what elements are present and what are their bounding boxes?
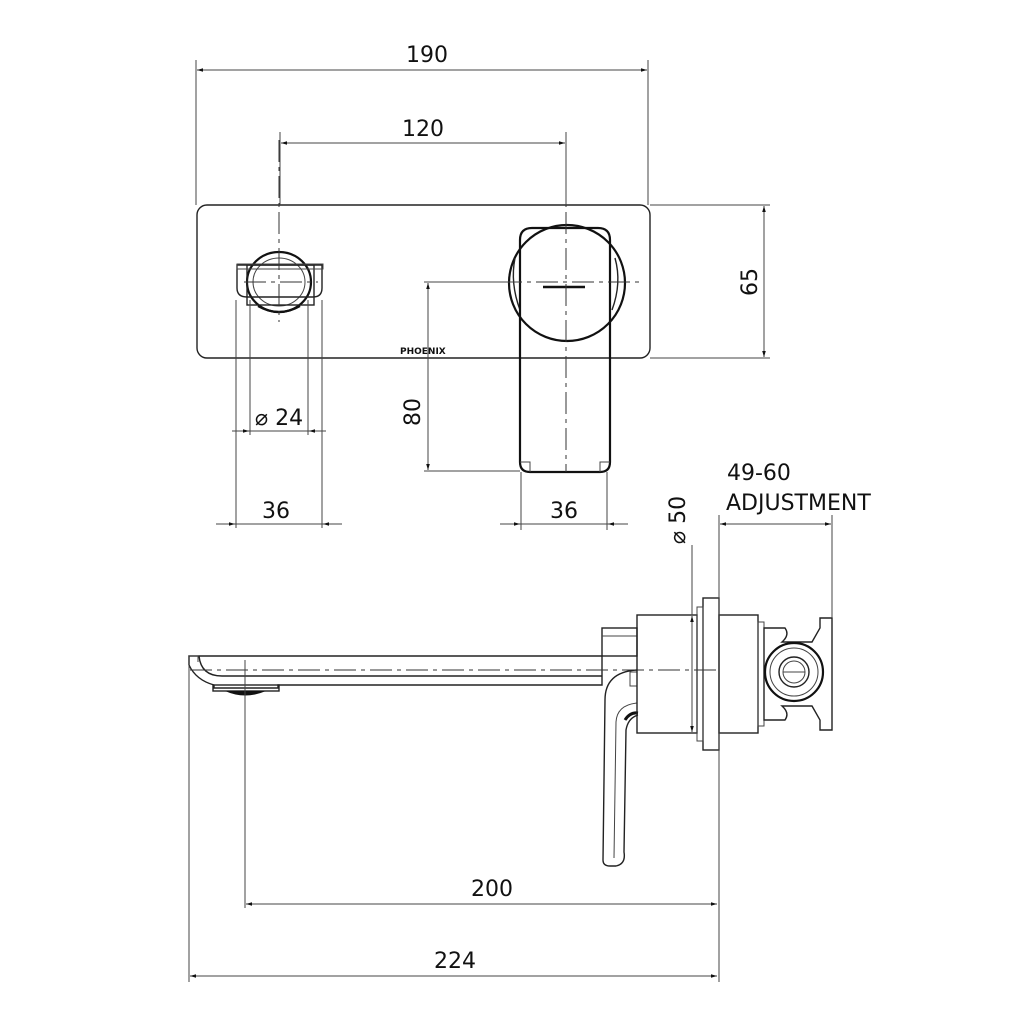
dim-overall-length: 224 — [434, 949, 476, 974]
dim-outlet-width: 36 — [262, 499, 290, 524]
dim-body-diameter: ⌀ 50 — [666, 496, 691, 544]
dim-lever-width: 36 — [550, 499, 578, 524]
spout — [188, 655, 603, 696]
dim-adjustment-label: ADJUSTMENT — [726, 491, 871, 516]
side-lever — [601, 627, 639, 867]
dim-overall-width: 190 — [406, 43, 448, 68]
valve-body — [636, 597, 833, 751]
mixer-lever — [507, 223, 627, 474]
dim-lever-height: 80 — [401, 398, 426, 426]
side-dimensions: ⌀ 50 49-60 ADJUSTMENT 200 224 — [188, 461, 871, 982]
dim-centre-spacing: 120 — [402, 117, 444, 142]
dim-spout-reach: 200 — [471, 877, 513, 902]
dim-plate-height: 65 — [738, 268, 763, 296]
side-view — [188, 597, 833, 908]
valve-port — [763, 641, 825, 703]
front-dimensions: 190 120 65 ⌀ 24 36 80 — [195, 43, 770, 530]
brand-label: PHOENIX — [400, 347, 446, 357]
dim-outlet-diameter: ⌀ 24 — [255, 406, 303, 431]
dim-adjustment-range: 49-60 — [727, 461, 791, 486]
cover-plate — [196, 204, 651, 359]
